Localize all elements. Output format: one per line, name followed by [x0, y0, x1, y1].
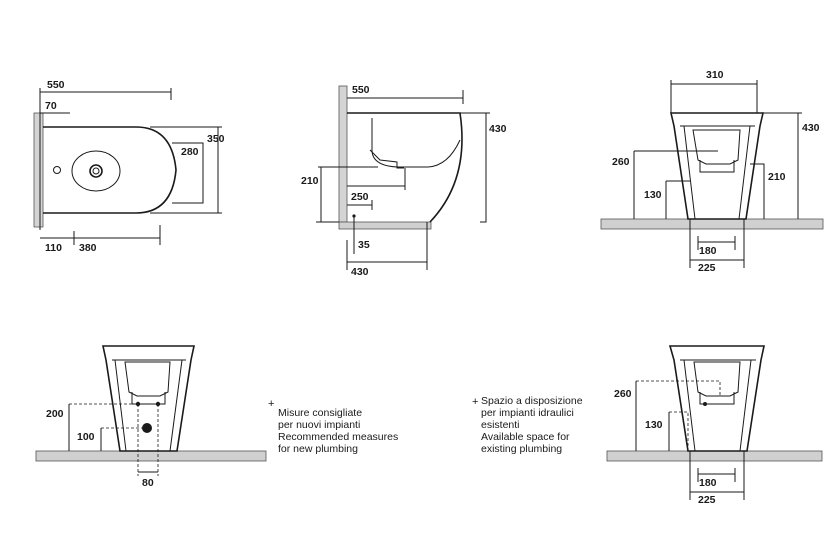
dim-label: 225: [698, 262, 716, 274]
bidet-outline-rear: [102, 345, 195, 452]
floor: [606, 450, 823, 462]
top-view: 550 70 350 280 110 380: [33, 79, 225, 254]
floor: [35, 450, 267, 462]
note-line: per impianti idraulici: [481, 407, 574, 419]
dim-label: 225: [698, 494, 716, 506]
dim-label: 260: [612, 156, 630, 168]
dim-label: 80: [142, 477, 154, 489]
bidet-outline-side: [347, 112, 463, 223]
note-existing-plumbing: Spazio a disposizione per impianti idrau…: [481, 395, 583, 455]
dim-label: 200: [46, 408, 64, 420]
dim-label: 310: [706, 69, 724, 81]
new-plumbing-view: 200 100 80: [35, 345, 267, 489]
dim-label: 180: [699, 245, 717, 257]
wall-section: [338, 85, 348, 223]
bidet-outline-top: [43, 126, 177, 214]
tap-hole: [89, 164, 103, 178]
dim-label: 130: [644, 189, 662, 201]
dim-label: 100: [77, 431, 95, 443]
dim-label: 210: [768, 171, 786, 183]
dim-label: 180: [699, 477, 717, 489]
dim-label: 430: [489, 123, 507, 135]
note-line: esistenti: [481, 419, 520, 431]
note-line: Spazio a disposizione: [481, 395, 583, 407]
floor: [338, 221, 432, 230]
dim-label: 110: [45, 242, 62, 254]
note-line: Recommended measures: [278, 431, 399, 443]
dim-label: 550: [47, 79, 65, 91]
note-line: per nuovi impianti: [278, 419, 361, 431]
dim-label: 550: [352, 84, 370, 96]
note-line: existing plumbing: [481, 443, 563, 455]
dim-label: 430: [802, 122, 820, 134]
existing-plumbing-view: 260 130 180 225: [606, 345, 823, 506]
rear-view: 310 430 260 130 210 180 225: [600, 69, 824, 274]
note-line: Available space for: [481, 431, 570, 443]
bowl-outline: [71, 150, 121, 192]
fixing-hole: [53, 166, 61, 174]
plus-marker: +: [472, 396, 479, 408]
dim-label: 280: [181, 146, 199, 158]
dim-label: 380: [79, 242, 97, 254]
bidet-outline-rear: [668, 345, 765, 452]
dim-label: 350: [207, 133, 225, 145]
dim-label: 210: [301, 175, 319, 187]
note-new-plumbing: Misure consigliate per nuovi impianti Re…: [278, 407, 398, 455]
dim-label: 250: [351, 191, 369, 203]
wall-section: [33, 112, 44, 228]
side-view: 550 430 210 250 35 430: [301, 84, 507, 278]
dim-label: 35: [358, 239, 370, 251]
dim-label: 70: [45, 100, 57, 112]
dim-label: 430: [351, 266, 369, 278]
note-line: for new plumbing: [278, 443, 358, 455]
dim-label: 130: [645, 419, 663, 431]
note-line: Misure consigliate: [278, 407, 363, 419]
floor: [600, 218, 824, 230]
plus-marker: +: [268, 398, 275, 410]
dim-label: 260: [614, 388, 632, 400]
